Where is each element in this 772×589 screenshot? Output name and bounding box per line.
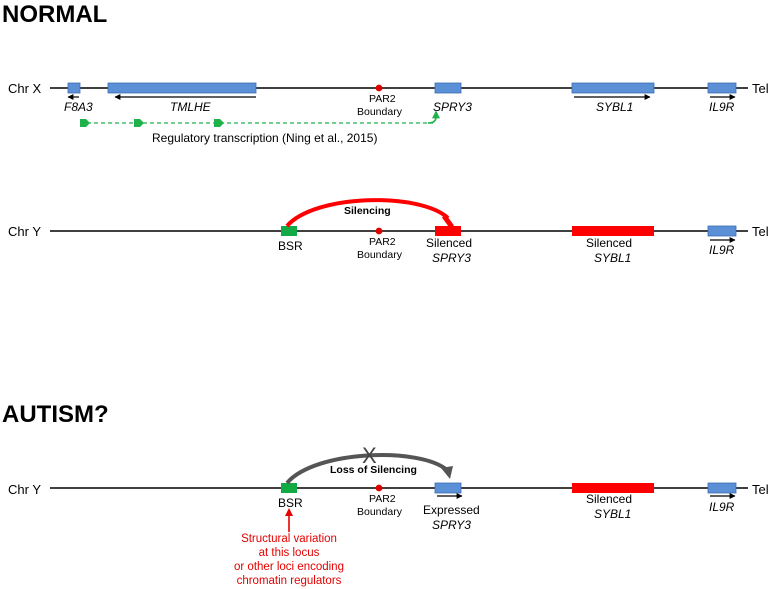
- par2-label-line1: PAR2: [369, 236, 396, 248]
- chr-y-tel: Tel: [752, 482, 769, 497]
- gene-il9r-box: [707, 225, 737, 237]
- loss-of-silencing-label: Loss of Silencing: [330, 464, 417, 476]
- sybl1-status-label: Silenced: [586, 236, 632, 250]
- gene-sybl1-label: SYBL1: [594, 251, 631, 265]
- chr-x-tel: Tel: [752, 81, 769, 96]
- par2-boundary-dot: [375, 84, 383, 92]
- cross-mark: X: [362, 443, 377, 468]
- bsr-box: [281, 483, 297, 493]
- gene-spry3-label: SPRY3: [432, 251, 471, 265]
- gene-sybl1-box: [571, 82, 655, 94]
- chr-x-label: Chr X: [8, 81, 42, 96]
- silencing-label: Silencing: [344, 205, 391, 217]
- bsr-label: BSR: [278, 496, 303, 510]
- variation-note-line-1: Structural variation: [241, 533, 337, 545]
- regulatory-hook-arrow: [427, 110, 440, 124]
- gene-sybl1-silenced-box: [572, 483, 654, 493]
- par2-boundary-dot: [375, 484, 383, 492]
- bsr-box: [281, 226, 297, 236]
- gene-f8a3-label: F8A3: [64, 100, 93, 114]
- spry3-status-label: Silenced: [426, 236, 472, 250]
- gene-spry3-box: [434, 82, 462, 94]
- chr-y-label: Chr Y: [8, 224, 41, 239]
- gene-sybl1-label: SYBL1: [594, 507, 631, 521]
- variation-note-line-2: at this locus: [259, 547, 320, 559]
- gene-il9r-box: [707, 482, 737, 494]
- gene-il9r-label: IL9R: [709, 500, 735, 514]
- par2-label-line1: PAR2: [369, 93, 396, 105]
- gene-tmlhe-box: [107, 82, 257, 94]
- par2-label-line2: Boundary: [357, 106, 403, 118]
- gene-il9r-box: [707, 82, 737, 94]
- heading-autism: AUTISM?: [2, 401, 109, 428]
- regulatory-start-tag-2: [134, 119, 144, 127]
- heading-normal: NORMAL: [2, 1, 107, 28]
- loss-of-silencing-arrowhead: [441, 466, 453, 479]
- par2-label-line2: Boundary: [357, 506, 403, 518]
- chr-y-label: Chr Y: [8, 482, 41, 497]
- variation-note-line-4: chromatin regulators: [237, 575, 342, 587]
- gene-spry3-silenced-box: [435, 226, 461, 236]
- regulatory-start-tag-1: [80, 119, 90, 127]
- variation-pointer-arrowhead: [285, 508, 293, 516]
- chr-y-tel: Tel: [752, 224, 769, 239]
- par2-label-line1: PAR2: [369, 493, 396, 505]
- bsr-label: BSR: [278, 239, 303, 253]
- silencing-blunt-end: [441, 214, 455, 229]
- gene-sybl1-silenced-box: [572, 226, 654, 236]
- gene-f8a3-box: [67, 82, 81, 94]
- gene-il9r-label: IL9R: [709, 243, 735, 257]
- spry3-status-label: Expressed: [423, 503, 480, 517]
- silencing-arc: [285, 198, 450, 228]
- gene-sybl1-label: SYBL1: [596, 100, 633, 114]
- gene-tmlhe-label: TMLHE: [170, 100, 212, 114]
- regulatory-start-tag-3: [214, 119, 224, 127]
- loss-of-silencing-arc: [285, 453, 449, 485]
- regulatory-label: Regulatory transcription (Ning et al., 2…: [152, 131, 377, 145]
- gene-spry3-expressed-box: [434, 482, 462, 494]
- sybl1-status-label: Silenced: [586, 492, 632, 506]
- gene-spry3-label: SPRY3: [433, 100, 472, 114]
- variation-note-line-3: or other loci encoding: [234, 561, 344, 573]
- par2-label-line2: Boundary: [357, 249, 403, 261]
- par2-boundary-dot: [375, 227, 383, 235]
- gene-spry3-label: SPRY3: [432, 518, 471, 532]
- gene-il9r-label: IL9R: [709, 100, 735, 114]
